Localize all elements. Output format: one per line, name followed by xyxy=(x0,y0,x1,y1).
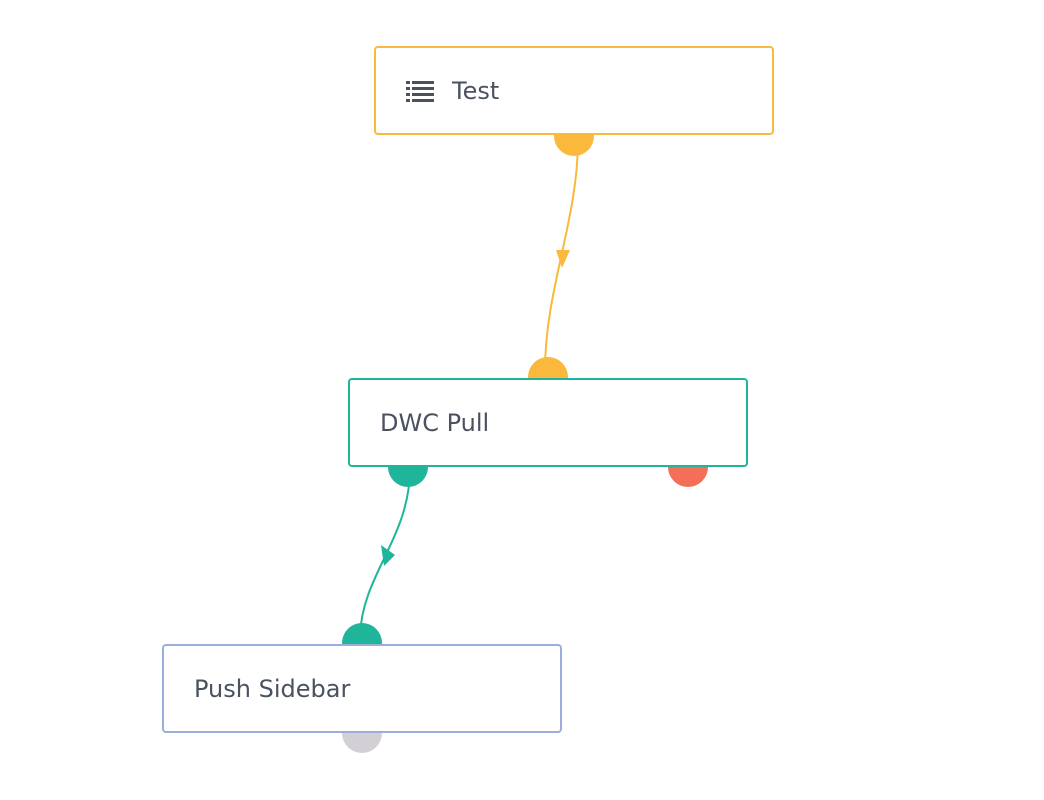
node-label: Push Sidebar xyxy=(194,674,351,703)
node-test[interactable]: Test xyxy=(374,46,774,135)
node-label: DWC Pull xyxy=(380,408,490,437)
node-dwc-pull[interactable]: DWC Pull xyxy=(348,378,748,467)
node-label: Test xyxy=(452,76,500,105)
list-icon xyxy=(406,80,434,102)
node-push-sidebar[interactable]: Push Sidebar xyxy=(162,644,562,733)
edge-arrow-head xyxy=(381,545,395,566)
edge-arrow-head xyxy=(556,250,570,268)
